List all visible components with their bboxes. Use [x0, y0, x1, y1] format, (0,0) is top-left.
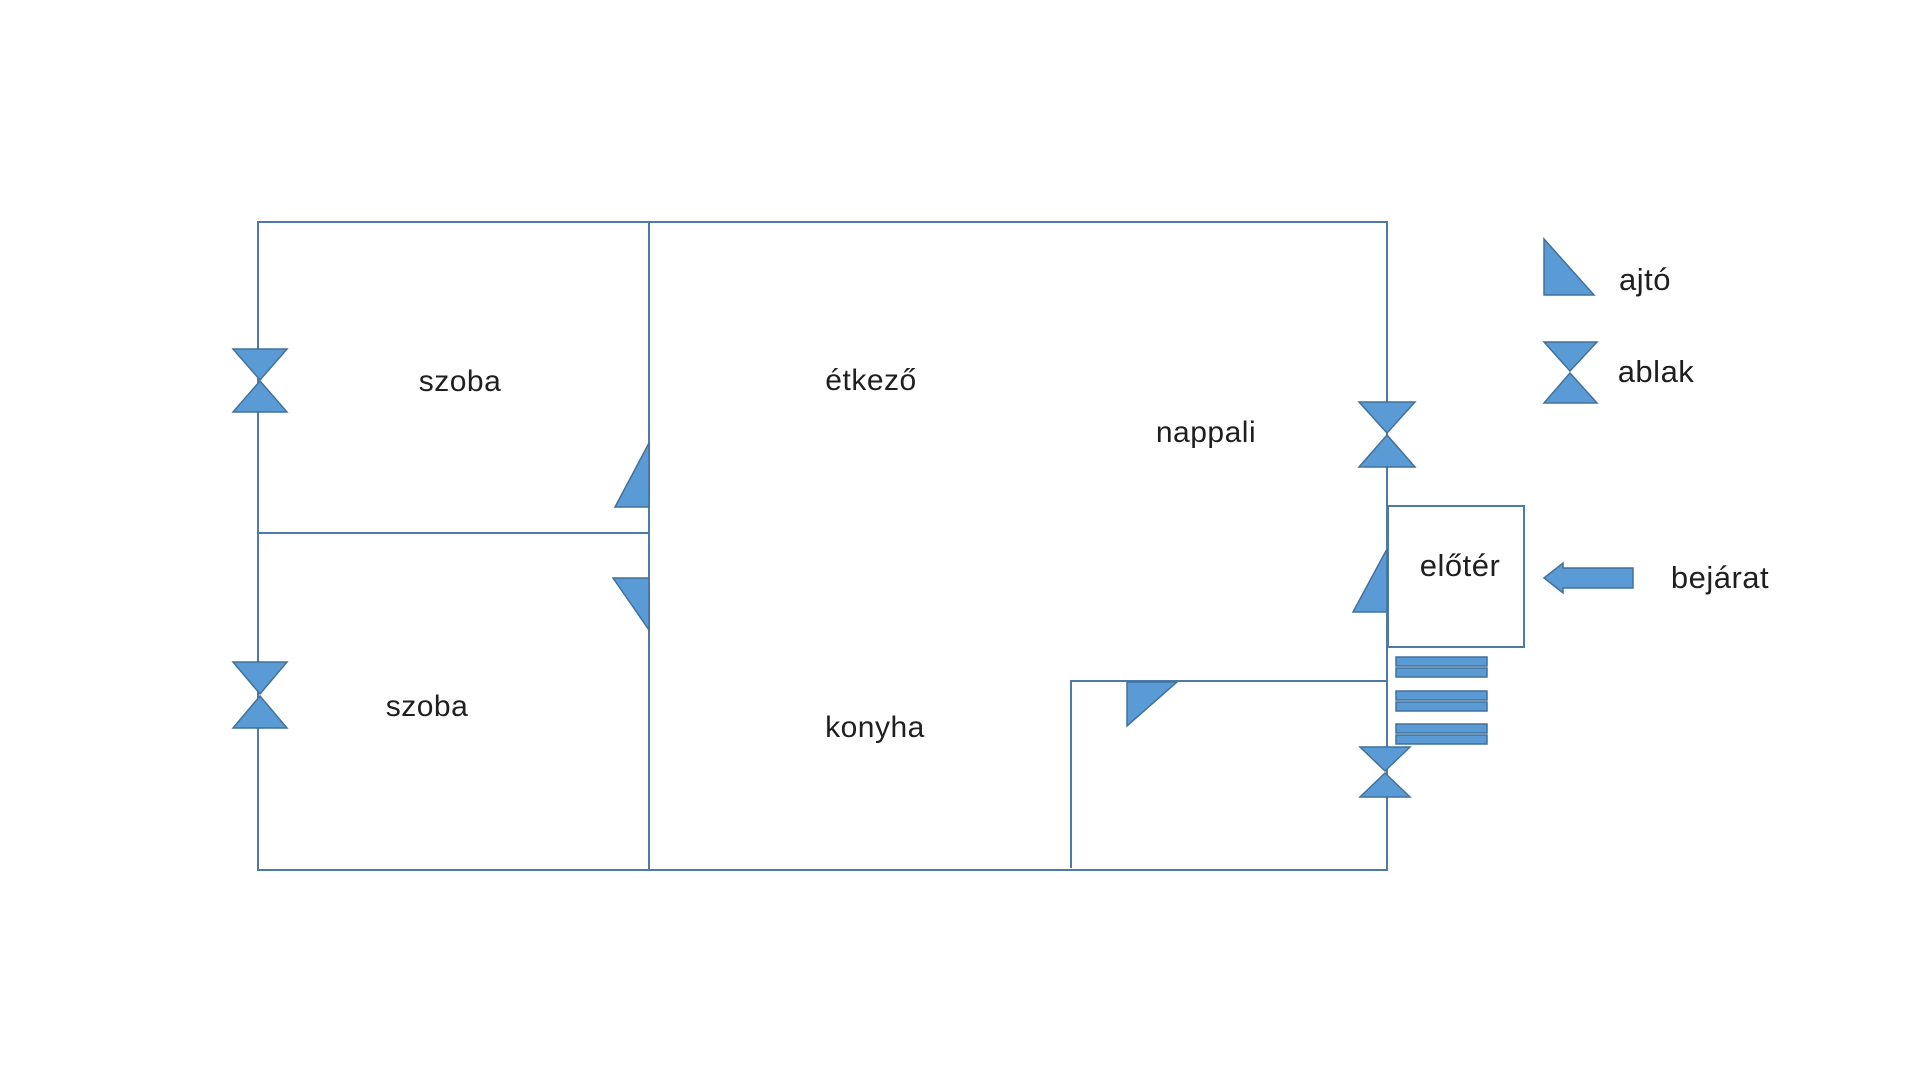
window-icon — [1357, 401, 1417, 468]
outer-wall — [257, 221, 1388, 871]
door-icon — [1351, 548, 1388, 613]
legend-label-ablak: ablak — [1617, 354, 1695, 389]
door-icon — [611, 577, 650, 633]
entrance-arrow-icon — [1542, 561, 1634, 595]
door-icon — [1543, 237, 1596, 296]
window-icon — [231, 661, 289, 729]
window-icon — [1358, 746, 1412, 798]
door-icon — [613, 442, 650, 508]
room-label-konyha: konyha — [825, 711, 925, 744]
eloter-room-box — [1387, 505, 1525, 648]
window-icon — [1542, 341, 1599, 404]
window-icon — [231, 348, 289, 413]
small-room-wall — [1070, 680, 1387, 868]
legend-label-ajto: ajtó — [1619, 262, 1671, 297]
stairs-icon — [1395, 656, 1488, 745]
legend-label-bejarat: bejárat — [1670, 560, 1770, 595]
room-label-nappali: nappali — [1155, 416, 1257, 449]
door-icon — [1126, 681, 1179, 728]
room-label-eloter: előtér — [1419, 548, 1501, 583]
room-label-szoba-lower: szoba — [385, 690, 469, 723]
room-label-etkezo: étkező — [825, 364, 917, 397]
room-label-szoba-upper: szoba — [418, 365, 502, 398]
